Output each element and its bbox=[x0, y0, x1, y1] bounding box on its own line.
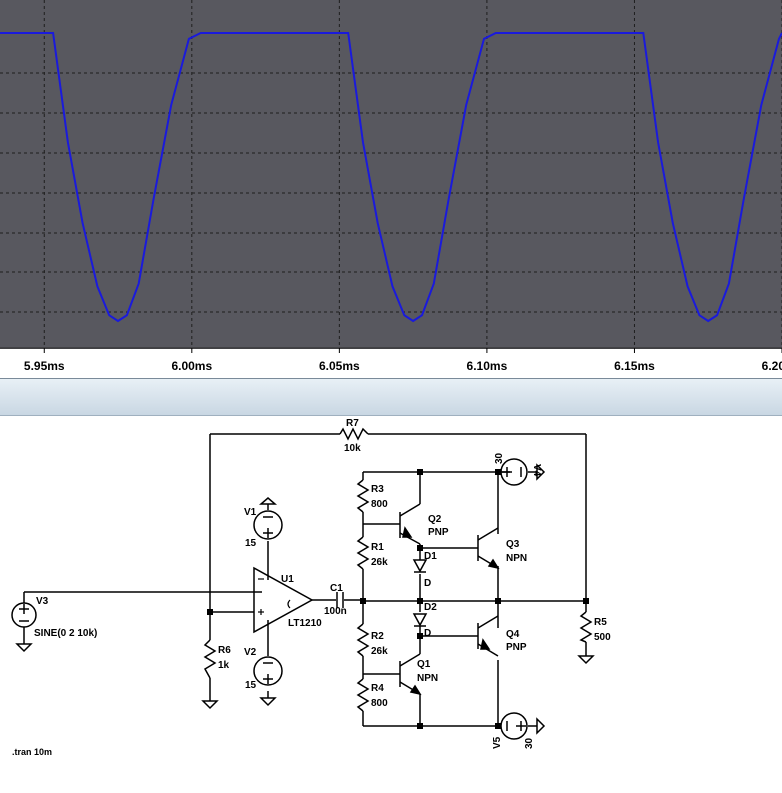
plot-grid bbox=[0, 0, 782, 348]
label-q2-name: Q2 bbox=[428, 514, 442, 525]
label-r5-value: 500 bbox=[594, 632, 611, 643]
label-r1-value: 26k bbox=[371, 557, 388, 568]
x-tick-label: 6.00ms bbox=[171, 359, 212, 373]
label-v1-value: 15 bbox=[245, 538, 257, 549]
voltage-sources bbox=[11, 458, 528, 740]
opamp-u1[interactable] bbox=[253, 566, 314, 634]
label-v5-name: V5 bbox=[492, 736, 503, 749]
label-v5-value: 30 bbox=[524, 737, 535, 749]
transistor-q2 bbox=[399, 503, 421, 545]
source-v1 bbox=[253, 510, 283, 540]
ground-symbols bbox=[15, 463, 595, 735]
ground-icon bbox=[536, 463, 546, 481]
label-r2-value: 26k bbox=[371, 646, 388, 657]
label-v3-name: V3 bbox=[36, 596, 49, 607]
source-v2 bbox=[253, 656, 283, 686]
resistor-r5 bbox=[579, 611, 593, 643]
label-q3-name: Q3 bbox=[506, 539, 520, 550]
schematic-pane[interactable]: R7 10k R3 800 R1 26k R2 26k R4 800 R5 50… bbox=[0, 416, 782, 793]
x-tick-label: 6.05ms bbox=[319, 359, 360, 373]
waveform-plot-pane[interactable]: 5.95ms 6.00ms 6.05ms 6.10ms 6.15ms 6.20ms bbox=[0, 0, 782, 378]
label-v4-name: V4 bbox=[531, 464, 542, 477]
transistor-q4 bbox=[477, 615, 499, 657]
label-q2-value: PNP bbox=[428, 527, 449, 538]
resistor-r4 bbox=[356, 678, 370, 712]
label-d2-value: D bbox=[424, 628, 431, 639]
label-q1-name: Q1 bbox=[417, 659, 431, 670]
ground-icon bbox=[577, 655, 595, 665]
source-v3 bbox=[11, 602, 37, 628]
transistors bbox=[399, 503, 500, 696]
label-r6-value: 1k bbox=[218, 660, 230, 671]
x-tick-label: 6.15ms bbox=[614, 359, 655, 373]
schematic-canvas[interactable]: R7 10k R3 800 R1 26k R2 26k R4 800 R5 50… bbox=[0, 416, 782, 793]
resistors bbox=[203, 427, 593, 712]
x-tick-label: 6.10ms bbox=[467, 359, 508, 373]
resistor-r7 bbox=[339, 427, 369, 441]
resistor-r2 bbox=[356, 623, 370, 657]
series-trace bbox=[0, 32, 782, 323]
resistor-r1 bbox=[356, 536, 370, 570]
label-c1-name: C1 bbox=[330, 583, 343, 594]
label-v2-value: 15 bbox=[245, 680, 257, 691]
spice-directive: .tran 10m bbox=[12, 747, 52, 757]
transistor-q3 bbox=[477, 527, 500, 570]
label-r4-value: 800 bbox=[371, 698, 388, 709]
resistor-r6 bbox=[203, 639, 217, 679]
x-axis-ticks: 5.95ms 6.00ms 6.05ms 6.10ms 6.15ms 6.20ms bbox=[24, 348, 782, 373]
component-labels: R7 10k R3 800 R1 26k R2 26k R4 800 R5 50… bbox=[12, 418, 611, 757]
ground-icon bbox=[15, 643, 33, 653]
label-u1-value: LT1210 bbox=[288, 618, 322, 629]
label-r2-name: R2 bbox=[371, 631, 384, 642]
label-d1-value: D bbox=[424, 578, 431, 589]
pane-splitter[interactable] bbox=[0, 378, 782, 416]
capacitor-c1 bbox=[336, 592, 344, 608]
label-c1-value: 100n bbox=[324, 606, 347, 617]
label-r3-name: R3 bbox=[371, 484, 384, 495]
transistor-q1 bbox=[399, 653, 422, 696]
x-tick-label: 5.95ms bbox=[24, 359, 65, 373]
x-tick-label: 6.20ms bbox=[762, 359, 782, 373]
label-v1-name: V1 bbox=[244, 507, 257, 518]
resistor-r3 bbox=[356, 479, 370, 513]
ground-icon bbox=[258, 497, 278, 505]
x-axis-band bbox=[0, 349, 782, 378]
label-r7-name: R7 bbox=[346, 418, 359, 429]
junction-dots bbox=[207, 469, 589, 729]
label-r5-name: R5 bbox=[594, 617, 607, 628]
label-v2-name: V2 bbox=[244, 647, 257, 658]
label-q4-value: PNP bbox=[506, 642, 527, 653]
label-d1-name: D1 bbox=[424, 551, 437, 562]
label-q3-value: NPN bbox=[506, 553, 527, 564]
ground-icon bbox=[259, 697, 277, 707]
diode-d1 bbox=[412, 559, 428, 573]
label-q4-name: Q4 bbox=[506, 629, 520, 640]
label-r4-name: R4 bbox=[371, 683, 384, 694]
label-r3-value: 800 bbox=[371, 499, 388, 510]
diode-d2 bbox=[412, 613, 428, 627]
ground-icon bbox=[201, 700, 219, 710]
label-u1-name: U1 bbox=[281, 574, 294, 585]
label-r7-value: 10k bbox=[344, 443, 361, 454]
label-q1-value: NPN bbox=[417, 673, 438, 684]
label-d2-name: D2 bbox=[424, 602, 437, 613]
label-v4-value: 30 bbox=[494, 452, 505, 464]
diodes bbox=[412, 559, 428, 627]
label-r1-name: R1 bbox=[371, 542, 384, 553]
ground-icon bbox=[536, 717, 546, 735]
schematic-wires bbox=[23, 433, 587, 727]
label-v3-value: SINE(0 2 10k) bbox=[34, 628, 97, 639]
label-r6-name: R6 bbox=[218, 645, 231, 656]
waveform-chart[interactable]: 5.95ms 6.00ms 6.05ms 6.10ms 6.15ms 6.20ms bbox=[0, 0, 782, 378]
